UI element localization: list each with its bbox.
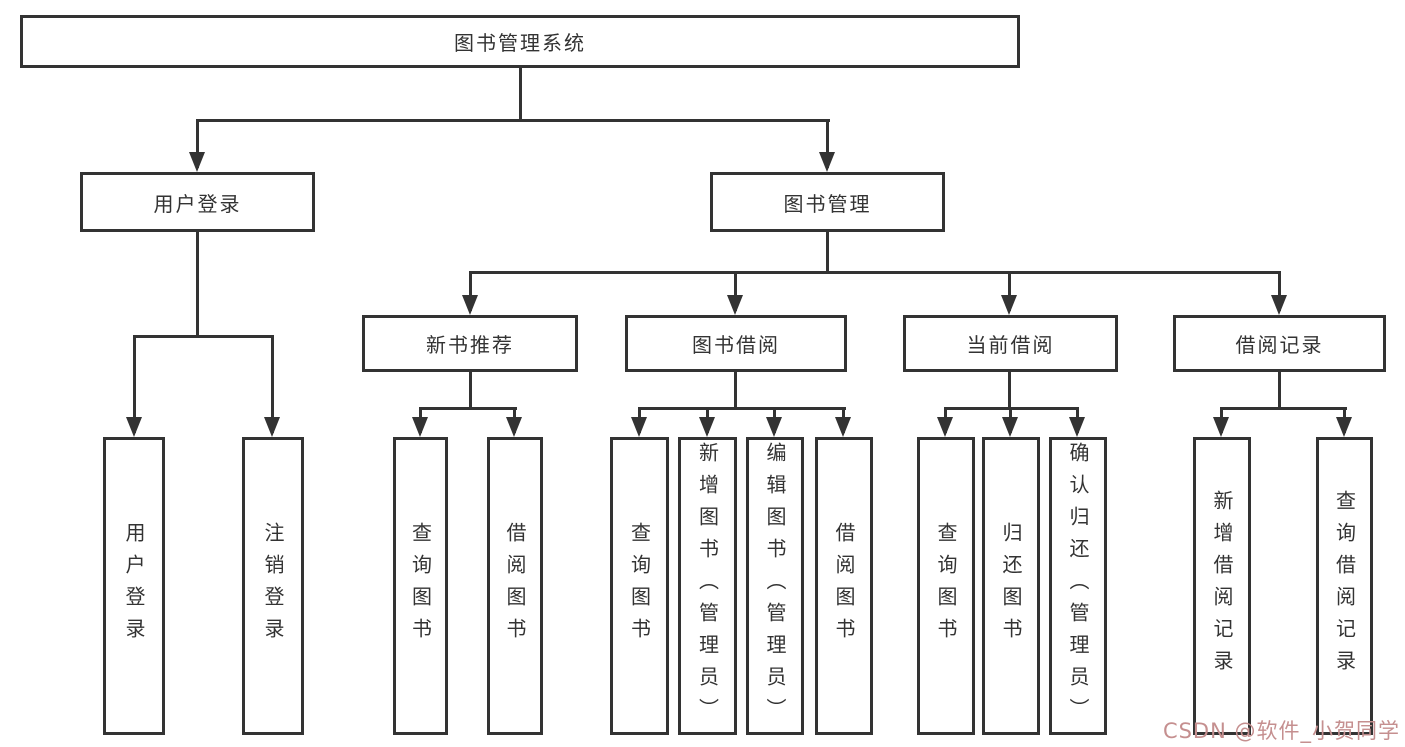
connector-line: [1220, 407, 1347, 410]
arrowhead-down-icon: [1069, 417, 1085, 437]
node-label: 查询借阅记录: [1332, 490, 1357, 682]
connector-line: [1278, 372, 1281, 407]
connector-line: [1278, 271, 1281, 311]
arrowhead-down-icon: [631, 417, 647, 437]
node-label: 图书借阅: [692, 333, 780, 357]
arrowhead-down-icon: [1336, 417, 1352, 437]
connector-line: [469, 271, 1281, 274]
connector-line: [196, 119, 199, 168]
arrowhead-down-icon: [727, 295, 743, 315]
connector-line: [638, 407, 846, 410]
leaf-query-borrow-record: 查询借阅记录: [1316, 437, 1373, 735]
arrowhead-down-icon: [126, 417, 142, 437]
arrowhead-down-icon: [506, 417, 522, 437]
arrowhead-down-icon: [1271, 295, 1287, 315]
arrowhead-down-icon: [937, 417, 953, 437]
connector-line: [519, 68, 522, 119]
node-label: 图书管理: [783, 191, 872, 216]
node-label: 归还图书: [999, 522, 1023, 650]
node-label: 新书推荐: [426, 333, 514, 357]
node-label: 确认归还（管理员）: [1066, 442, 1090, 730]
arrowhead-down-icon: [264, 417, 280, 437]
node-label: 编辑图书（管理员）: [763, 442, 787, 730]
node-label: 查询图书: [934, 522, 958, 650]
connector-line: [196, 232, 199, 335]
node-label: 借阅图书: [832, 522, 856, 650]
leaf-query-books-1: 查询图书: [393, 437, 448, 735]
leaf-borrow-books-2: 借阅图书: [815, 437, 873, 735]
node-label: 新增图书（管理员）: [695, 442, 720, 730]
arrowhead-down-icon: [699, 417, 715, 437]
arrowhead-down-icon: [766, 417, 782, 437]
leaf-logout: 注销登录: [242, 437, 304, 735]
arrowhead-down-icon: [1213, 417, 1229, 437]
node-label: 借阅记录: [1235, 333, 1324, 357]
connector-line: [826, 232, 829, 271]
leaf-query-books-2: 查询图书: [610, 437, 669, 735]
connector-line: [419, 407, 517, 410]
leaf-user-login: 用户登录: [103, 437, 165, 735]
node-book-management: 图书管理: [710, 172, 945, 232]
node-user-login: 用户登录: [80, 172, 315, 232]
connector-line: [734, 372, 737, 407]
arrowhead-down-icon: [412, 417, 428, 437]
node-new-book-recommend: 新书推荐: [362, 315, 578, 372]
connector-line: [734, 271, 737, 311]
arrowhead-down-icon: [835, 417, 851, 437]
node-borrow-record: 借阅记录: [1173, 315, 1386, 372]
node-label: 查询图书: [627, 522, 652, 650]
leaf-add-books-admin: 新增图书（管理员）: [678, 437, 737, 735]
node-label: 新增借阅记录: [1210, 490, 1234, 682]
leaf-confirm-return-admin: 确认归还（管理员）: [1049, 437, 1107, 735]
connector-line: [271, 335, 274, 433]
connector-line: [133, 335, 274, 338]
arrowhead-down-icon: [462, 295, 478, 315]
connector-line: [1008, 271, 1011, 311]
node-book-borrow: 图书借阅: [625, 315, 847, 372]
node-library-system: 图书管理系统: [20, 15, 1020, 68]
node-label: 用户登录: [122, 522, 146, 650]
node-label: 图书管理系统: [454, 31, 586, 55]
connector-line: [826, 119, 829, 168]
leaf-return-books: 归还图书: [982, 437, 1040, 735]
node-label: 注销登录: [261, 522, 285, 650]
leaf-edit-books-admin: 编辑图书（管理员）: [746, 437, 804, 735]
node-label: 借阅图书: [503, 522, 527, 650]
arrowhead-down-icon: [189, 152, 205, 172]
node-current-borrow: 当前借阅: [903, 315, 1118, 372]
node-label: 当前借阅: [966, 333, 1055, 357]
connector-line: [196, 119, 830, 122]
leaf-query-books-3: 查询图书: [917, 437, 975, 735]
arrowhead-down-icon: [1001, 295, 1017, 315]
leaf-add-borrow-record: 新增借阅记录: [1193, 437, 1251, 735]
csdn-watermark: CSDN @软件_小贺同学: [1162, 719, 1400, 743]
leaf-borrow-books-1: 借阅图书: [487, 437, 543, 735]
arrowhead-down-icon: [819, 152, 835, 172]
connector-line: [133, 335, 136, 433]
connector-line: [469, 271, 472, 311]
node-label: 查询图书: [408, 522, 433, 650]
connector-line: [1008, 372, 1011, 407]
node-label: 用户登录: [153, 191, 242, 216]
arrowhead-down-icon: [1002, 417, 1018, 437]
connector-line: [469, 372, 472, 407]
